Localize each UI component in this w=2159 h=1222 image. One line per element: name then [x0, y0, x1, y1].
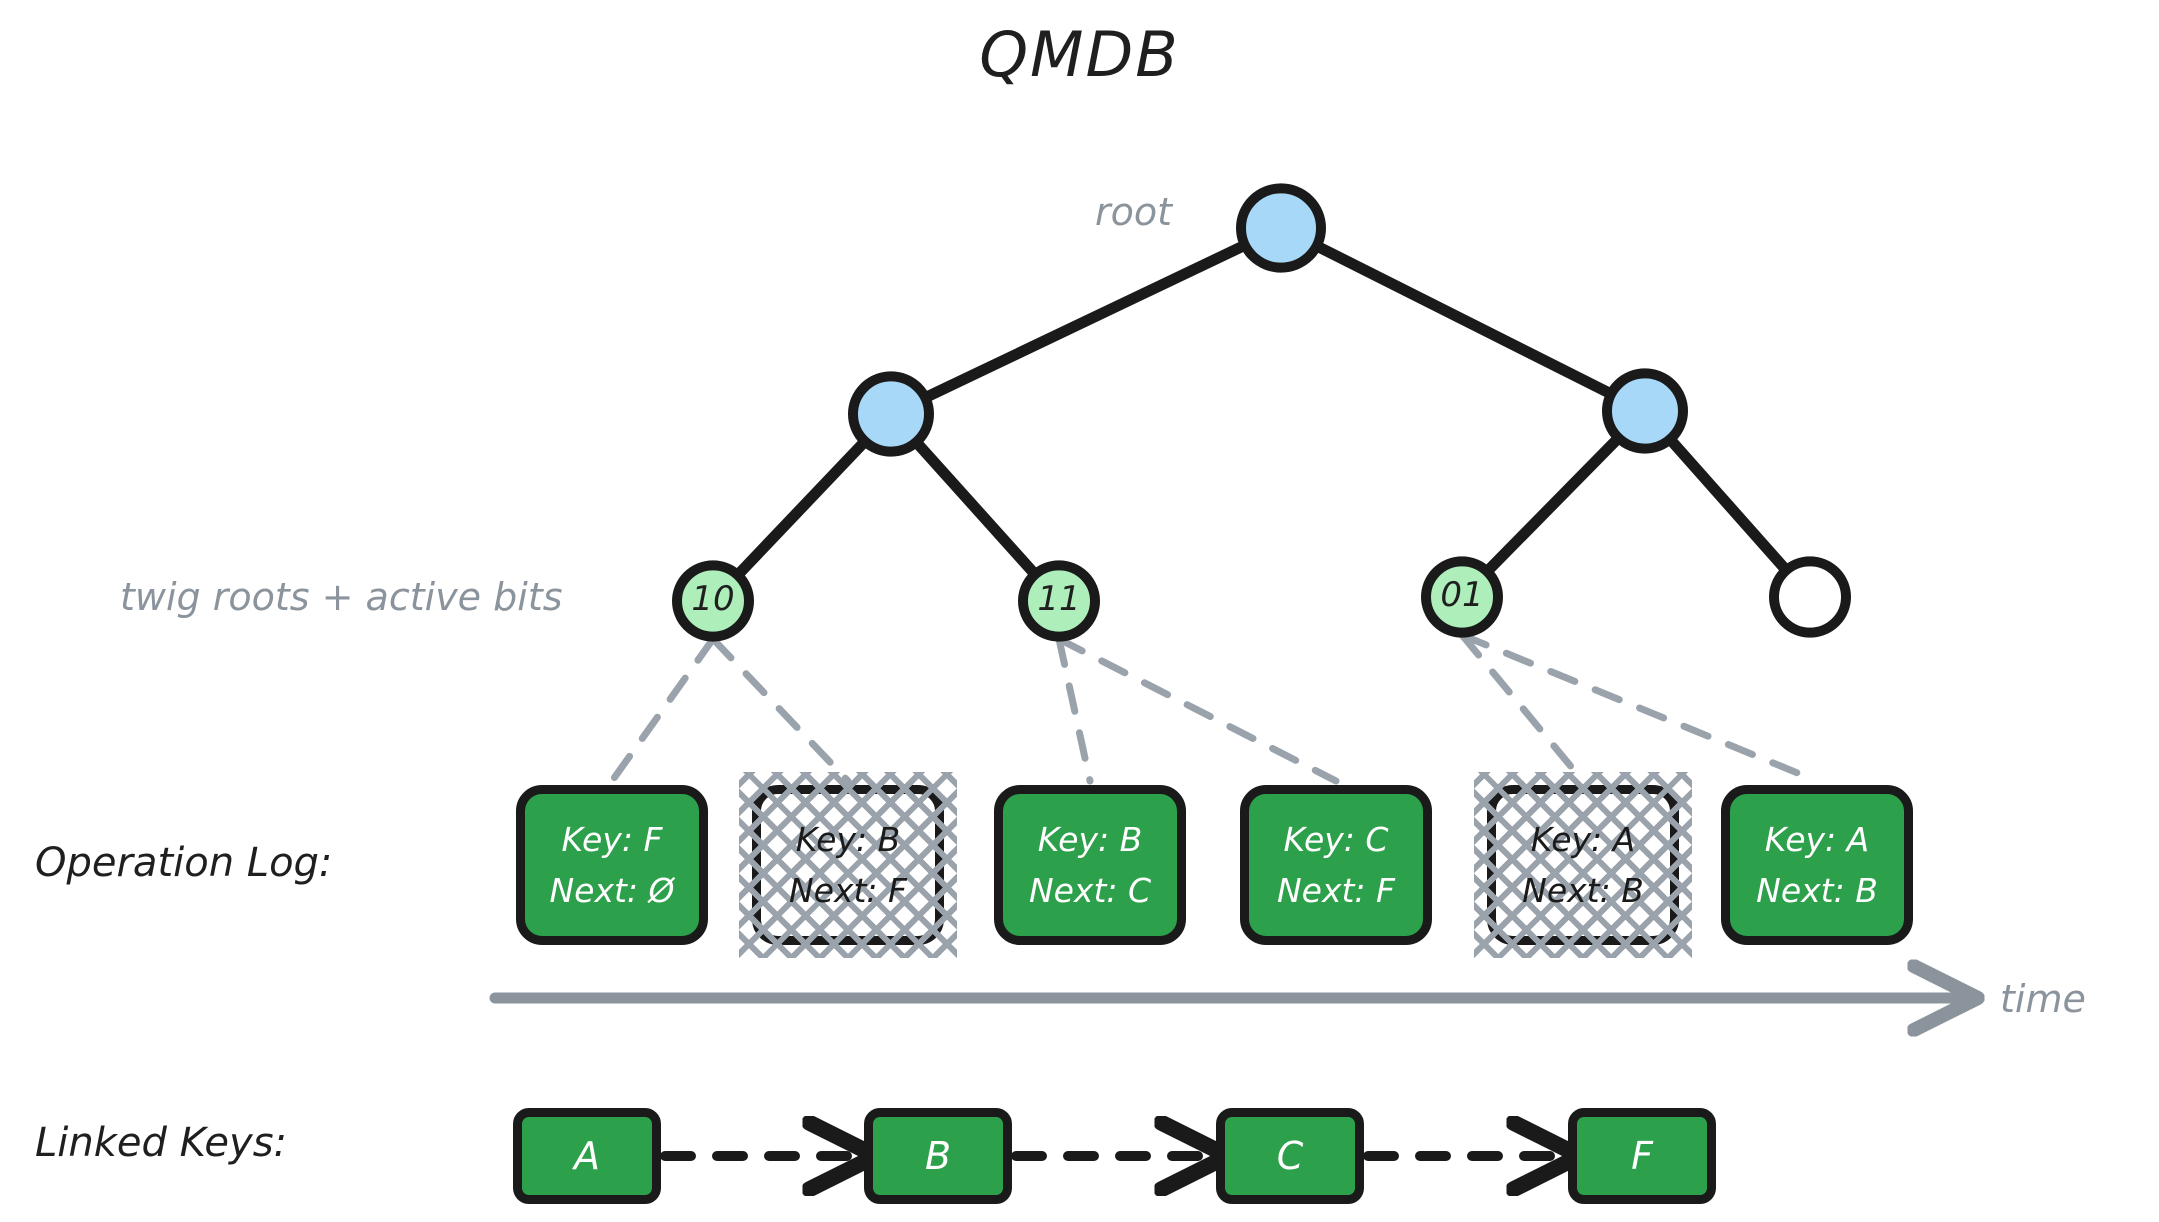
root-label: root	[1095, 190, 1173, 234]
record-key-text: Key: F	[561, 819, 663, 859]
twig-roots-label: twig roots + active bits	[120, 575, 563, 619]
tree-edge	[885, 222, 1287, 420]
record-key-text: Key: C	[1283, 819, 1389, 859]
twig-record-link	[1055, 635, 1340, 785]
twig-record-link	[1055, 635, 1094, 785]
twig-node-label-2: 01	[1440, 575, 1484, 615]
record-key-text: Key: B	[1037, 819, 1143, 859]
record-key-text: Key: A	[1530, 819, 1636, 859]
twig-record-link	[709, 635, 852, 785]
time-axis-label: time	[2000, 977, 2086, 1021]
twig-node-2[interactable]	[1421, 556, 1503, 638]
operation-log-record[interactable]: Key: A Next: B	[1474, 772, 1692, 958]
twig-node-label-1: 11	[1037, 579, 1081, 619]
tree-edge	[707, 408, 897, 607]
twig-record-link	[1458, 631, 1587, 785]
twig-node-label-0: 10	[691, 579, 735, 619]
record-next-text: Next: Ø	[549, 871, 675, 910]
linked-key-node[interactable]: C	[1216, 1108, 1364, 1204]
operation-log-record[interactable]: Key: F Next: Ø	[516, 785, 708, 945]
tree-nodes	[672, 183, 1851, 642]
record-next-text: Next: F	[788, 871, 908, 910]
linked-key-node[interactable]: A	[513, 1108, 661, 1204]
operation-log-record[interactable]: Key: B Next: C	[994, 785, 1186, 945]
tree-node-root[interactable]	[1236, 183, 1326, 273]
record-key-text: Key: A	[1764, 819, 1870, 859]
twig-node-1[interactable]	[1018, 560, 1100, 642]
twig-to-record-links	[608, 631, 1821, 785]
twig-node-3[interactable]	[1769, 556, 1851, 638]
record-key-text: Key: B	[795, 819, 901, 859]
tree-node-level2-0[interactable]	[848, 371, 934, 457]
twig-node-0[interactable]	[672, 560, 754, 642]
record-next-text: Next: B	[1522, 871, 1644, 910]
linked-key-node[interactable]: F	[1568, 1108, 1716, 1204]
linked-key-node[interactable]: B	[864, 1108, 1012, 1204]
tree-edge	[1456, 405, 1651, 603]
record-next-text: Next: B	[1756, 871, 1878, 910]
record-next-text: Next: F	[1276, 871, 1396, 910]
twig-record-link	[1458, 631, 1821, 785]
operation-log-record[interactable]: Key: C Next: F	[1240, 785, 1432, 945]
page-title: QMDB	[979, 18, 1180, 91]
operation-log-label: Operation Log:	[35, 840, 333, 886]
linked-keys-label: Linked Keys:	[35, 1120, 288, 1166]
operation-log-record[interactable]: Key: B Next: F	[739, 772, 957, 958]
tree-node-level2-1[interactable]	[1602, 368, 1688, 454]
twig-record-link	[608, 635, 717, 785]
tree-edge	[1275, 222, 1651, 417]
operation-log-record[interactable]: Key: A Next: B	[1721, 785, 1913, 945]
record-next-text: Next: C	[1028, 871, 1152, 910]
